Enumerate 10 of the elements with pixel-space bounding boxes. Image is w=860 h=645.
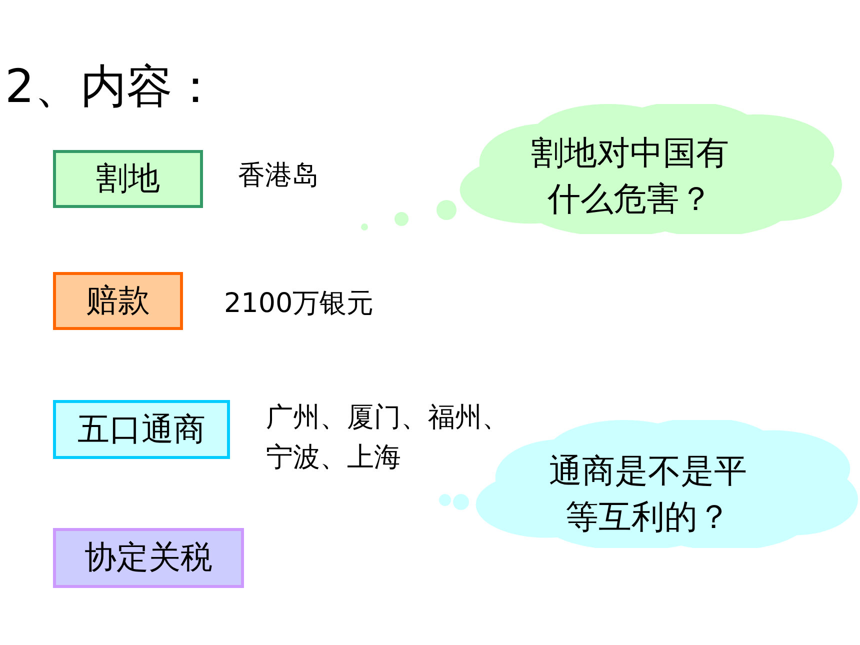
detail-text: 广州、厦门、福州、宁波、上海 xyxy=(266,401,510,475)
detail-text: 香港岛 xyxy=(238,159,320,193)
label-box: 赔款 xyxy=(53,272,183,330)
question-text: 通商是不是平等互利的？ xyxy=(548,450,748,538)
title: 2、内容： xyxy=(5,58,218,115)
detail-text: 2100万银元 xyxy=(224,287,375,321)
label-box: 割地 xyxy=(53,150,203,208)
question-text: 割地对中国有什么危害？ xyxy=(530,132,730,220)
label-box: 五口通商 xyxy=(53,400,230,459)
label-box: 协定关税 xyxy=(53,528,244,588)
